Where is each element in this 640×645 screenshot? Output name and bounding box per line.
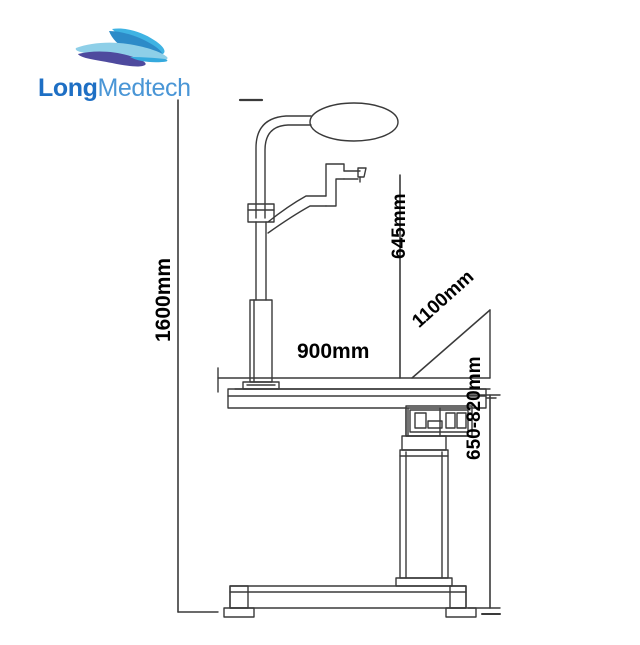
phoropter-arm-upper-edge	[267, 195, 327, 223]
dimension-label-table-height-range: 650-820mm	[464, 356, 485, 460]
logo-word-medtech: Medtech	[97, 74, 191, 102]
gooseneck-outer-edge	[255, 115, 312, 219]
floor-foot-right-riser	[449, 585, 467, 609]
gooseneck-inner-edge	[264, 124, 312, 219]
table-top-slab	[227, 388, 487, 409]
gooseneck-joint-block	[247, 203, 275, 223]
logo-wordmark: LongMedtech	[38, 74, 213, 102]
phoropter-arm-lower-edge	[267, 205, 327, 234]
floor-foot-left-riser	[229, 585, 249, 609]
phoropter-head-icon	[357, 167, 367, 178]
floor-foot-left	[223, 607, 255, 618]
logo-word-long: Long	[38, 74, 98, 102]
lifting-column-outer	[399, 449, 449, 579]
company-logo: LongMedtech	[38, 26, 213, 106]
dim-line-1100	[411, 309, 491, 379]
phoropter-riser-outer	[325, 163, 345, 197]
dimension-label-lamp-pole-height: 645mm	[389, 193, 410, 260]
base-mount-plate	[395, 577, 453, 587]
control-panel-button-center	[427, 420, 443, 429]
control-panel-button-right-a	[445, 412, 456, 429]
lifting-column-collar	[401, 435, 447, 451]
lamp-head-oval-icon	[309, 102, 399, 142]
wave-bird-logo-icon	[68, 26, 178, 72]
phoropter-riser-inner	[325, 178, 345, 207]
control-panel-inner	[409, 409, 469, 433]
floor-foot-right	[445, 607, 477, 618]
base-beam	[229, 585, 467, 609]
control-panel-button-left	[414, 412, 427, 429]
control-panel-button-right-b	[456, 412, 467, 429]
dimension-label-table-width: 900mm	[297, 340, 370, 363]
dimension-label-overall-height: 1600mm	[152, 257, 175, 342]
